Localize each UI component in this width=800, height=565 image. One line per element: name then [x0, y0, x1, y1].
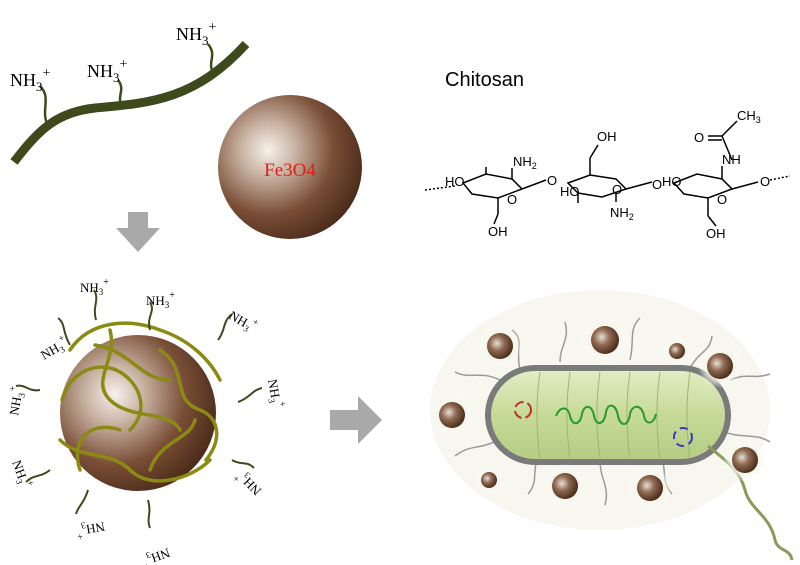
svg-text:NH3+: NH3+: [7, 457, 36, 491]
chain-amine-label-1: NH3+: [10, 66, 51, 94]
svg-text:NH3+: NH3+: [146, 290, 175, 310]
svg-text:NH3+: NH3+: [231, 466, 266, 501]
bacterium-scene: [430, 290, 794, 561]
svg-text:O: O: [547, 173, 557, 188]
chitosan-atom-labels: HO NH2 O OH O OH O HO NH2 O HO NH O CH3 …: [445, 108, 770, 241]
svg-text:CH3: CH3: [737, 108, 761, 125]
svg-text:NH3+: NH3+: [80, 277, 109, 297]
svg-text:O: O: [507, 192, 517, 207]
chitosan-structure: [424, 120, 791, 227]
svg-text:NH2: NH2: [513, 154, 537, 171]
chitosan-title: Chitosan: [445, 69, 524, 91]
svg-text:O: O: [760, 174, 770, 189]
svg-text:NH3+: NH3+: [263, 377, 288, 409]
svg-text:OH: OH: [488, 224, 508, 239]
chitosan-chain: [10, 40, 250, 165]
svg-text:NH3+: NH3+: [74, 517, 106, 542]
svg-text:NH3+: NH3+: [176, 20, 217, 48]
svg-text:NH3+: NH3+: [139, 543, 173, 565]
svg-text:NH3+: NH3+: [87, 57, 128, 85]
svg-text:O: O: [652, 177, 662, 192]
fe3o4-label: Fe3O4: [264, 160, 316, 181]
plasmid-left: [514, 401, 532, 419]
right-arrow-icon: [330, 396, 382, 444]
svg-text:OH: OH: [597, 129, 617, 144]
svg-text:NH: NH: [722, 152, 741, 167]
svg-text:HO: HO: [560, 184, 580, 199]
down-arrow-icon: [116, 212, 160, 252]
coated-nanoparticle: NH3+ NH3+ NH3+ NH3+ NH3+ NH3+ NH3+ NH3+ …: [3, 277, 288, 565]
fe3o4-nanoparticle: Fe3O4: [218, 95, 362, 239]
chain-amine-label-3: NH3+: [176, 20, 217, 48]
dna-strand: [555, 404, 657, 425]
svg-text:O: O: [694, 130, 704, 145]
svg-text:NH3+: NH3+: [226, 305, 261, 337]
svg-text:NH2: NH2: [610, 205, 634, 222]
svg-text:O: O: [612, 182, 622, 197]
svg-text:O: O: [717, 192, 727, 207]
chain-amine-label-2: NH3+: [87, 57, 128, 85]
plasmid-right: [673, 427, 693, 447]
svg-text:OH: OH: [706, 226, 726, 241]
svg-text:NH3+: NH3+: [3, 385, 28, 417]
svg-text:HO: HO: [445, 174, 465, 189]
svg-text:HO: HO: [662, 174, 682, 189]
svg-text:NH3+: NH3+: [10, 66, 51, 94]
